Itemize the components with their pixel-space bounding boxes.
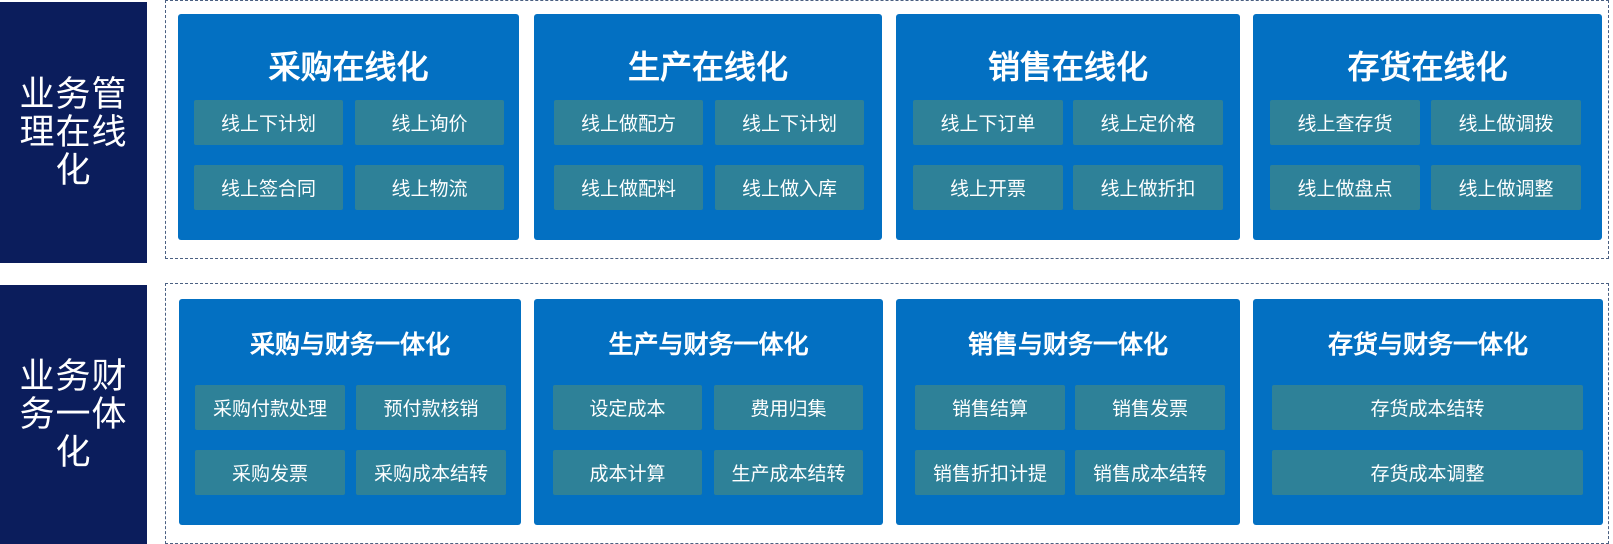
- card-inventory-finance: 存货与财务一体化 存货成本结转 存货成本调整: [1253, 299, 1603, 525]
- tile-item[interactable]: 线上做调整: [1431, 165, 1581, 210]
- card-title: 生产与财务一体化: [608, 330, 809, 359]
- tile-item[interactable]: 采购成本结转: [356, 450, 506, 495]
- tile-item[interactable]: 采购付款处理: [195, 385, 345, 430]
- tile-item[interactable]: 设定成本: [553, 385, 702, 430]
- card-sales-finance: 销售与财务一体化 销售结算 销售发票 销售折扣计提 销售成本结转: [896, 299, 1240, 525]
- card-title: 存货与财务一体化: [1327, 330, 1528, 359]
- tile-item[interactable]: 线上下计划: [715, 100, 864, 145]
- tile-item[interactable]: 预付款核销: [356, 385, 506, 430]
- row-label-text: 业务财务一体化: [19, 356, 128, 473]
- tile-item[interactable]: 销售成本结转: [1075, 450, 1225, 495]
- card-title: 销售与财务一体化: [967, 330, 1168, 359]
- card-production-online: 生产在线化 线上做配方 线上下计划 线上做配料 线上做入库: [534, 14, 882, 240]
- tile-item[interactable]: 生产成本结转: [714, 450, 863, 495]
- tile-item[interactable]: 线上做配料: [554, 165, 703, 210]
- card-title: 采购与财务一体化: [249, 330, 450, 359]
- tile-item[interactable]: 采购发票: [195, 450, 345, 495]
- tile-item[interactable]: 线上开票: [913, 165, 1063, 210]
- tile-item[interactable]: 销售结算: [915, 385, 1065, 430]
- card-title: 采购在线化: [268, 48, 429, 86]
- tile-item[interactable]: 销售发票: [1075, 385, 1225, 430]
- tile-item[interactable]: 线上下订单: [913, 100, 1063, 145]
- row-label-finance: 业务财务一体化: [0, 285, 147, 544]
- tile-item[interactable]: 线上定价格: [1073, 100, 1223, 145]
- tile-item[interactable]: 销售折扣计提: [915, 450, 1065, 495]
- tile-item[interactable]: 线上做盘点: [1270, 165, 1420, 210]
- tile-item[interactable]: 线上做调拨: [1431, 100, 1581, 145]
- tile-item[interactable]: 线上做入库: [715, 165, 864, 210]
- card-purchase-finance: 采购与财务一体化 采购付款处理 预付款核销 采购发票 采购成本结转: [179, 299, 521, 525]
- card-sales-online: 销售在线化 线上下订单 线上定价格 线上开票 线上做折扣: [896, 14, 1240, 240]
- section-business-online: [165, 0, 1609, 259]
- card-production-finance: 生产与财务一体化 设定成本 费用归集 成本计算 生产成本结转: [534, 299, 883, 525]
- tile-item[interactable]: 线上做配方: [554, 100, 703, 145]
- tile-item[interactable]: 线上签合同: [194, 165, 343, 210]
- tile-item[interactable]: 存货成本结转: [1272, 385, 1583, 430]
- card-title: 生产在线化: [627, 48, 788, 86]
- tile-item[interactable]: 存货成本调整: [1272, 450, 1583, 495]
- card-title: 存货在线化: [1347, 48, 1508, 86]
- card-title: 销售在线化: [987, 48, 1148, 86]
- tile-item[interactable]: 成本计算: [553, 450, 702, 495]
- tile-item[interactable]: 线上物流: [355, 165, 504, 210]
- tile-item[interactable]: 线上做折扣: [1073, 165, 1223, 210]
- tile-item[interactable]: 线上下计划: [194, 100, 343, 145]
- tile-item[interactable]: 线上询价: [355, 100, 504, 145]
- card-inventory-online: 存货在线化 线上查存货 线上做调拨 线上做盘点 线上做调整: [1253, 14, 1602, 240]
- tile-item[interactable]: 费用归集: [714, 385, 863, 430]
- row-label-text: 业务管理在线化: [19, 74, 128, 191]
- row-label-management: 业务管理在线化: [0, 2, 147, 263]
- card-purchase-online: 采购在线化 线上下计划 线上询价 线上签合同 线上物流: [178, 14, 519, 240]
- tile-item[interactable]: 线上查存货: [1270, 100, 1420, 145]
